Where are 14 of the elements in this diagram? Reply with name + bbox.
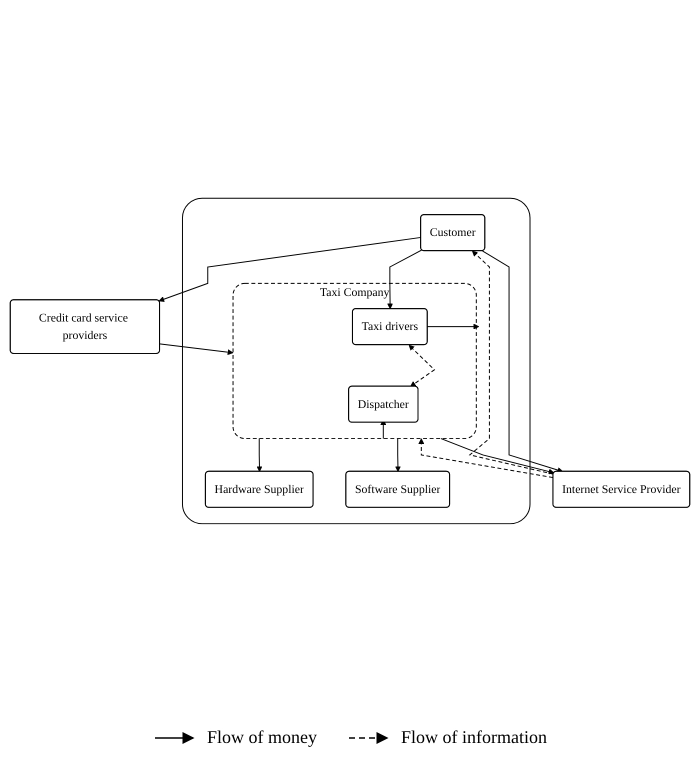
arrow xyxy=(426,323,480,329)
cluster xyxy=(182,197,530,524)
arrow xyxy=(159,342,234,355)
arrow xyxy=(395,438,401,472)
arrow xyxy=(158,236,422,302)
legend-text: Flow of money xyxy=(207,727,317,748)
legend-text: Flow of information xyxy=(401,727,547,748)
arrow xyxy=(387,249,422,309)
arrow xyxy=(408,344,436,386)
arrow xyxy=(440,438,554,474)
arrow xyxy=(482,250,564,472)
arrow xyxy=(256,438,262,472)
arrow xyxy=(418,438,554,478)
arrow xyxy=(468,250,554,474)
